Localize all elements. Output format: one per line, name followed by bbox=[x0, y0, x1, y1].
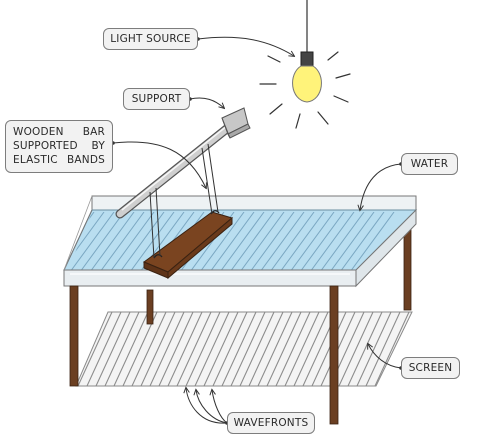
wavefront-line bbox=[229, 212, 275, 272]
wavefront-line bbox=[259, 212, 305, 272]
leader-screen bbox=[368, 344, 402, 369]
wavefront-line bbox=[374, 312, 410, 386]
label-wavefronts: WAVEFRONTS bbox=[227, 412, 315, 434]
leader-lines bbox=[112, 36, 402, 424]
wavefront-line bbox=[239, 312, 275, 386]
wooden-bar bbox=[142, 210, 234, 280]
wavefront-line bbox=[338, 312, 374, 386]
table-leg-front-left bbox=[69, 285, 79, 387]
wavefront-line bbox=[239, 212, 285, 272]
wavefront-line bbox=[275, 312, 311, 386]
wavefront-line bbox=[158, 312, 194, 386]
wavefront-line bbox=[299, 212, 345, 272]
leader-water bbox=[360, 163, 402, 210]
wavefront-line bbox=[365, 312, 401, 386]
wavefront-line bbox=[430, 212, 474, 272]
wavefront-line bbox=[199, 212, 245, 272]
wavefront-line bbox=[257, 312, 293, 386]
leader-wavefronts-2 bbox=[186, 388, 228, 424]
leader-wooden-bar bbox=[112, 141, 206, 188]
wavefront-line bbox=[329, 212, 375, 272]
elastic-bands bbox=[149, 143, 219, 259]
label-wooden-bar-line-3: ELASTIC BANDS bbox=[13, 154, 105, 166]
label-screen: SCREEN bbox=[401, 357, 460, 379]
wavefront-line bbox=[269, 212, 315, 272]
wavefront-line bbox=[149, 312, 185, 386]
wavefront-line bbox=[129, 212, 175, 272]
wavefront-line bbox=[79, 212, 125, 272]
label-light-source: LIGHT SOURCE bbox=[103, 28, 198, 50]
wavefront-line bbox=[140, 312, 176, 386]
label-wooden-bar-line-2: SUPPORTED BY bbox=[13, 140, 105, 152]
wavefront-line bbox=[203, 312, 239, 386]
wavefront-line bbox=[99, 212, 145, 272]
wavefront-line bbox=[410, 212, 454, 272]
wavefront-line bbox=[440, 212, 480, 272]
label-support: SUPPORT bbox=[123, 88, 190, 110]
wavefront-line bbox=[69, 212, 115, 272]
wavefront-line bbox=[104, 312, 140, 386]
wavefront-line bbox=[289, 212, 335, 272]
wavefront-line bbox=[356, 312, 392, 386]
wavefront-line bbox=[119, 212, 165, 272]
leader-wavefronts-1 bbox=[196, 390, 228, 424]
wavefront-line bbox=[339, 212, 385, 272]
wavefront-line bbox=[113, 312, 149, 386]
wavefront-line bbox=[77, 312, 113, 386]
table-leg-back-right bbox=[403, 223, 412, 311]
wavefront-line bbox=[266, 312, 302, 386]
wavefront-line bbox=[279, 212, 325, 272]
wavefront-line bbox=[347, 312, 383, 386]
ripple-tank bbox=[63, 195, 480, 288]
wavefront-line bbox=[131, 312, 167, 386]
wavefront-line bbox=[420, 212, 464, 272]
label-wooden-bar: WOODEN BAR SUPPORTED BY ELASTIC BANDS bbox=[5, 120, 113, 173]
leader-light-source bbox=[197, 36, 294, 56]
wavefront-line bbox=[248, 312, 284, 386]
wavefront-line bbox=[221, 312, 257, 386]
support bbox=[115, 107, 251, 219]
wavefront-line bbox=[349, 212, 395, 272]
table-leg-front-right bbox=[329, 285, 339, 425]
wavefront-line bbox=[219, 212, 265, 272]
wavefront-line bbox=[284, 312, 320, 386]
wavefront-line bbox=[86, 312, 122, 386]
wavefront-line bbox=[249, 212, 295, 272]
label-water: WATER bbox=[401, 153, 458, 175]
wavefront-line bbox=[95, 312, 131, 386]
wavefront-line bbox=[89, 212, 135, 272]
wavefront-line bbox=[209, 212, 255, 272]
wavefront-line bbox=[194, 312, 230, 386]
label-wooden-bar-line-1: WOODEN BAR bbox=[13, 126, 105, 138]
wavefront-line bbox=[167, 312, 203, 386]
table-leg-back-left bbox=[146, 289, 154, 325]
light-bulb-icon bbox=[259, 0, 351, 129]
wavefront-line bbox=[319, 212, 365, 272]
wavefront-line bbox=[176, 312, 212, 386]
wavefront-line bbox=[309, 212, 355, 272]
wavefront-line bbox=[185, 312, 221, 386]
leader-support bbox=[189, 97, 224, 108]
wavefront-line bbox=[293, 312, 329, 386]
wavefront-line bbox=[311, 312, 347, 386]
leader-wavefronts-3 bbox=[212, 390, 228, 424]
wavefront-line bbox=[212, 312, 248, 386]
wavefront-line bbox=[230, 312, 266, 386]
wavefront-line bbox=[109, 212, 155, 272]
